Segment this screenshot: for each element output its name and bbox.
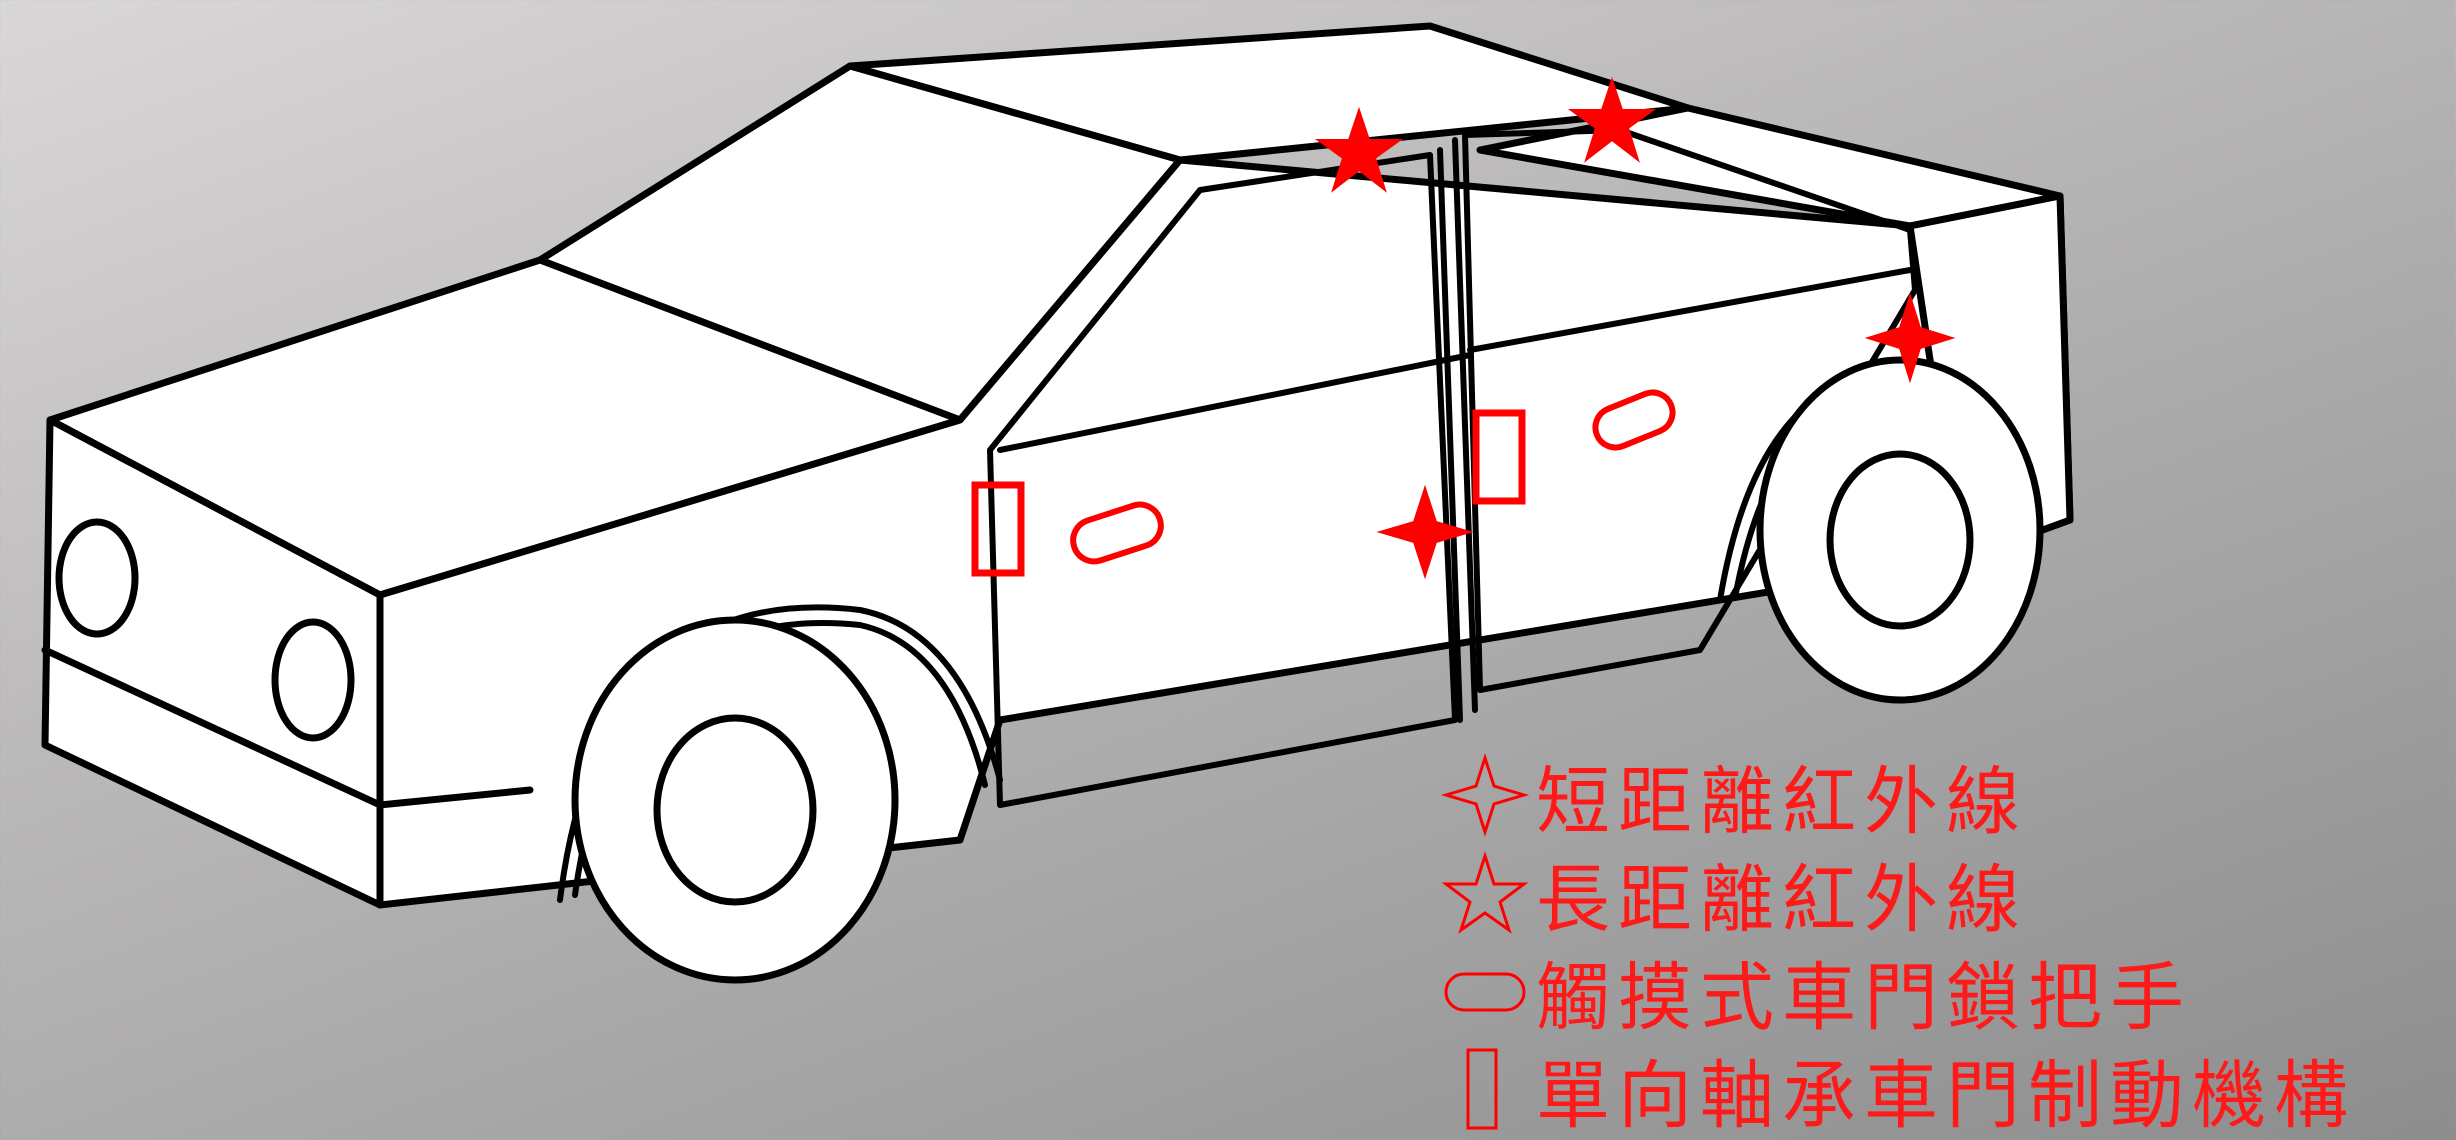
long-range-ir-marker — [1567, 76, 1657, 163]
four-point-star-icon — [1440, 753, 1530, 837]
touch-door-handle — [1592, 389, 1676, 451]
legend-item-long-range-ir: 長距離紅外線 — [1440, 844, 2450, 943]
legend-item-short-range-ir: 短距離紅外線 — [1440, 746, 2450, 845]
touch-door-handle — [1070, 501, 1164, 565]
legend-item-door-brake: 單向軸承車門制動機構 — [1440, 1040, 2450, 1139]
legend-label: 長距離紅外線 — [1536, 856, 2028, 943]
rectangle-icon — [1466, 1048, 1498, 1130]
door-brake-marker — [971, 481, 1025, 577]
wheels — [571, 356, 2044, 984]
front-hubcap — [653, 714, 817, 906]
rounded-rect-icon — [1444, 972, 1526, 1012]
five-point-star-icon — [1441, 851, 1529, 934]
rear-hubcap — [1826, 450, 1974, 630]
legend-item-touch-handle: 觸摸式車門鎖把手 — [1440, 942, 2450, 1041]
legend-label: 觸摸式車門鎖把手 — [1536, 954, 2192, 1041]
legend: 短距離紅外線 長距離紅外線 觸摸式車門鎖把手 單向軸承車門制動機構 — [1440, 746, 2450, 1139]
door-brake-marker — [1472, 409, 1526, 505]
legend-label: 短距離紅外線 — [1536, 758, 2028, 845]
long-range-ir-marker — [1314, 106, 1404, 193]
short-range-ir-marker — [1864, 292, 1956, 384]
legend-label: 單向軸承車門制動機構 — [1536, 1052, 2356, 1139]
short-range-ir-marker — [1376, 484, 1474, 580]
sensor-markers — [971, 76, 1956, 580]
